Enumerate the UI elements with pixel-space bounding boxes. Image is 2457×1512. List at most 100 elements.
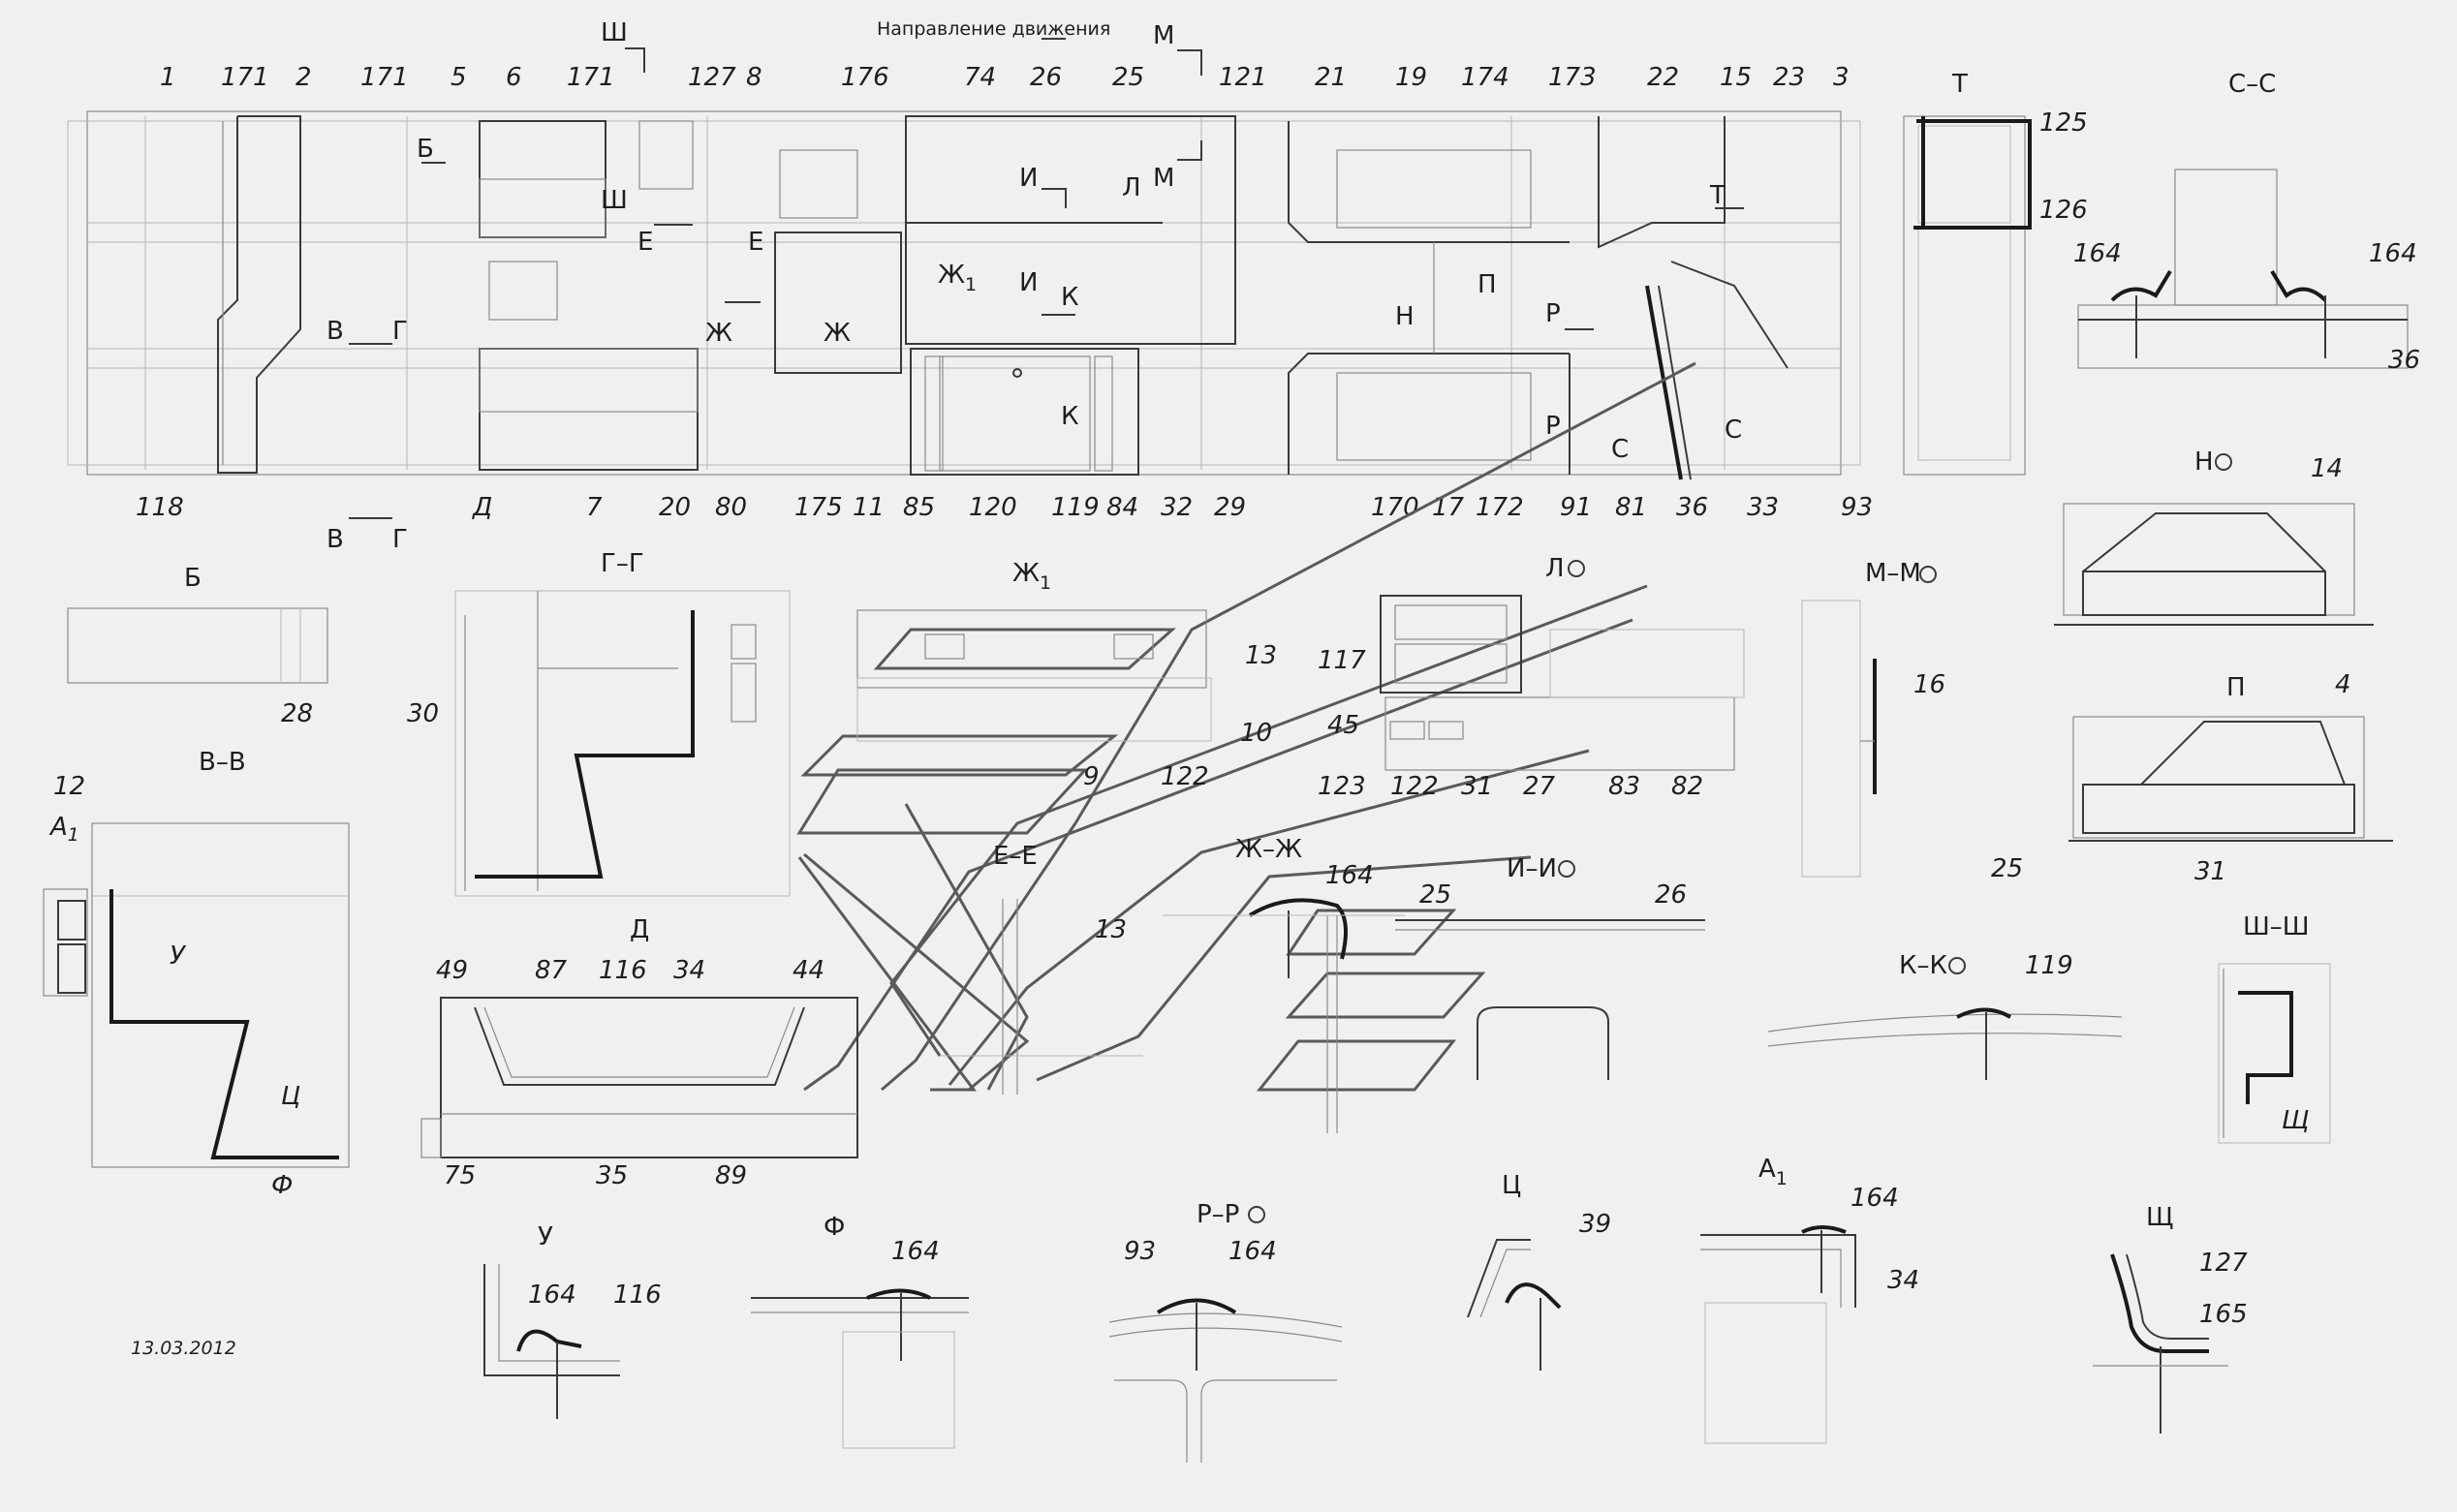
svg-text:23: 23 (1773, 63, 1805, 92)
svg-text:У: У (170, 941, 187, 971)
svg-text:83: 83 (1608, 772, 1640, 801)
svg-text:172: 172 (1476, 493, 1524, 522)
section-ii-title: И–И (1507, 854, 1557, 883)
seat-row-bottom (1288, 353, 1570, 475)
marker-i-2: И (1019, 268, 1038, 297)
svg-text:164: 164 (1228, 1237, 1277, 1266)
svg-text:118: 118 (136, 493, 184, 522)
svg-text:13: 13 (1095, 915, 1127, 944)
direction-label: Направление движения (877, 18, 1110, 40)
svg-text:93: 93 (1841, 493, 1873, 522)
section-n: Н 14 (2054, 447, 2374, 626)
marker-g-bottom: Г (392, 525, 408, 554)
section-ee: Е–Е 13 (940, 842, 1143, 1095)
section-p-title: П (2226, 673, 2246, 702)
svg-text:89: 89 (715, 1161, 747, 1190)
marker-n: Н (1395, 302, 1415, 331)
section-a1-title: А1 (1758, 1155, 1788, 1189)
svg-text:25: 25 (1112, 63, 1144, 92)
plan-view: Направление движения (67, 18, 1873, 554)
svg-text:29: 29 (1214, 493, 1246, 522)
svg-text:16: 16 (1913, 670, 1945, 699)
svg-text:13: 13 (1245, 641, 1277, 670)
svg-text:164: 164 (528, 1281, 576, 1310)
marker-p: П (1477, 270, 1497, 299)
section-kk: К–К 119 (1767, 951, 2123, 1080)
section-n-title: Н (2194, 447, 2214, 477)
entry-door (910, 348, 1139, 476)
svg-text:32: 32 (1161, 493, 1193, 522)
svg-text:119: 119 (2025, 951, 2073, 980)
rear-cabinet (1598, 116, 1726, 249)
marker-sh-mid: Ш (601, 186, 628, 215)
section-d: Д 49 87 116 34 44 75 35 89 (420, 915, 858, 1190)
svg-text:164: 164 (1851, 1184, 1899, 1213)
marker-zh-2: Ж (824, 319, 851, 348)
section-ts-title: Ц (1502, 1171, 1521, 1200)
marker-sh-top: Ш (601, 18, 628, 47)
svg-text:9: 9 (1083, 762, 1100, 791)
svg-text:15: 15 (1720, 63, 1752, 92)
section-p: П 4 31 (2068, 670, 2393, 886)
svg-text:93: 93 (1124, 1237, 1156, 1266)
section-vv-title: В–В (199, 748, 246, 777)
marker-e-1: Е (638, 228, 653, 257)
marker-v-bottom: В (327, 525, 344, 554)
svg-text:170: 170 (1371, 493, 1419, 522)
svg-text:175: 175 (794, 493, 843, 522)
svg-text:5: 5 (451, 63, 467, 92)
svg-text:164: 164 (1325, 861, 1374, 890)
section-cc: С–С 164 164 36 (2073, 70, 2420, 375)
date-stamp: 13.03.2012 (131, 1338, 236, 1359)
section-gg: Г–Г 30 (407, 549, 791, 897)
svg-text:36: 36 (2388, 346, 2420, 375)
marker-e-2: Е (748, 228, 763, 257)
svg-text:17: 17 (1432, 493, 1465, 522)
svg-text:31: 31 (1461, 772, 1493, 801)
marker-zh1: Ж1 (938, 261, 977, 295)
svg-text:171: 171 (221, 63, 269, 92)
top-callouts: 1 171 2 171 5 6 171 127 8 176 74 26 25 1… (160, 63, 1850, 92)
marker-b: Б (417, 135, 434, 164)
projection-leaders (796, 361, 1696, 1092)
marker-m-top: М (1153, 21, 1174, 50)
svg-text:39: 39 (1579, 1210, 1611, 1239)
section-zhzh-title: Ж–Ж (1235, 835, 1302, 864)
section-shch-title: Щ (2146, 1203, 2173, 1232)
section-l-title: Л (1545, 554, 1565, 583)
svg-text:26: 26 (1030, 63, 1062, 92)
section-l: Л 117 45 123 122 31 27 83 82 (1318, 554, 1745, 801)
svg-text:8: 8 (746, 63, 762, 92)
marker-i-1: И (1019, 164, 1038, 193)
section-t: Т 125 126 (1903, 70, 2088, 476)
svg-text:85: 85 (903, 493, 935, 522)
svg-text:80: 80 (715, 493, 747, 522)
svg-text:164: 164 (2369, 239, 2417, 268)
section-f: Ф 164 (751, 1213, 969, 1449)
svg-text:91: 91 (1560, 493, 1592, 522)
section-rr-title: Р–Р (1197, 1200, 1239, 1229)
svg-text:171: 171 (567, 63, 615, 92)
svg-text:30: 30 (407, 699, 439, 728)
svg-text:6: 6 (506, 63, 522, 92)
svg-text:84: 84 (1106, 493, 1138, 522)
svg-text:165: 165 (2199, 1300, 2248, 1329)
seat-row-top (1288, 121, 1570, 243)
svg-text:4: 4 (2335, 670, 2351, 699)
marker-r-2: Р (1545, 412, 1561, 441)
section-mm-title: М–М (1865, 559, 1921, 588)
svg-text:35: 35 (596, 1161, 628, 1190)
marker-g-top: Г (392, 317, 408, 346)
svg-text:120: 120 (969, 493, 1017, 522)
svg-text:45: 45 (1327, 711, 1359, 740)
svg-text:14: 14 (2311, 454, 2343, 483)
section-cc-title: С–С (2228, 70, 2276, 99)
section-kk-title: К–К (1899, 951, 1947, 980)
svg-text:25: 25 (1991, 854, 2023, 883)
svg-text:87: 87 (535, 956, 568, 985)
svg-text:Д: Д (472, 493, 492, 522)
cabinet-b (479, 348, 699, 471)
svg-text:34: 34 (1887, 1266, 1919, 1295)
section-ts: Ц 39 (1467, 1171, 1611, 1371)
kitchen-area (905, 115, 1236, 345)
